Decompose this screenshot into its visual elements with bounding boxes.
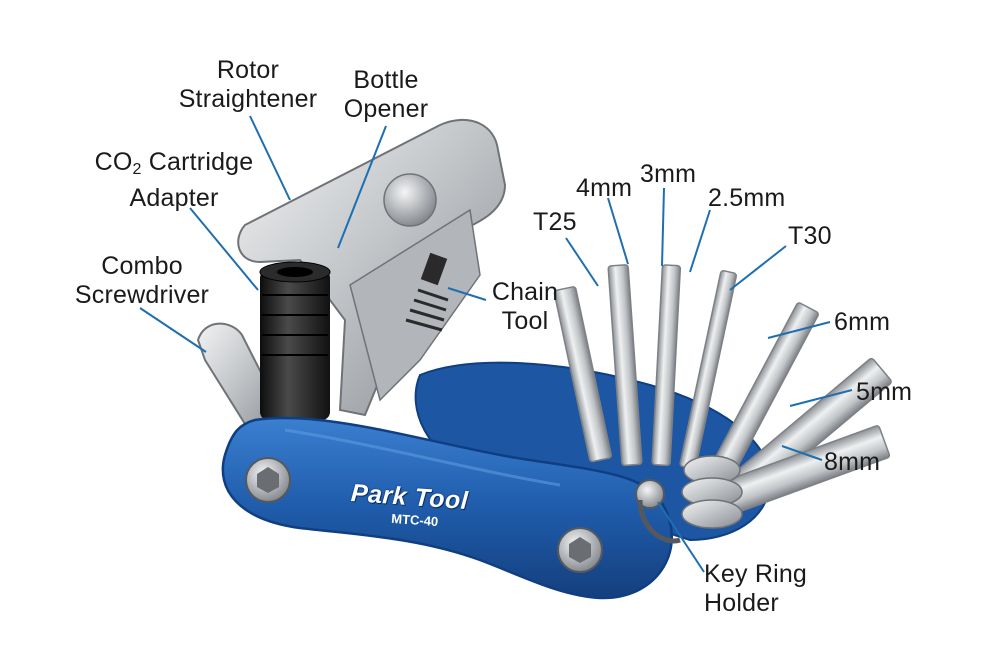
callout-rotor-straightener: Rotor Straightener <box>168 56 328 114</box>
callout-keyring-line1: Key Ring <box>704 560 808 588</box>
chain-tool-assembly <box>237 118 507 417</box>
hex-key-fan <box>553 264 892 529</box>
callout-rotor-line2: Straightener <box>178 85 318 113</box>
key-ring-holder-part <box>635 479 681 544</box>
callout-bottle-opener: Bottle Opener <box>336 66 436 124</box>
callout-co2-adapter: CO2 Cartridge Adapter <box>84 148 264 213</box>
callout-chain-line1: Chain <box>491 278 559 306</box>
callout-bottle-line2: Opener <box>343 95 429 123</box>
callout-8mm: 8mm <box>824 448 881 476</box>
callout-6mm: 6mm <box>834 308 891 336</box>
callout-5mm: 5mm <box>856 378 913 406</box>
callout-co2-line2: Adapter <box>129 184 219 212</box>
callout-combo-screwdriver: Combo Screwdriver <box>62 252 222 310</box>
pivot-bolt-left <box>245 457 291 503</box>
callout-t30: T30 <box>788 222 832 250</box>
co2-adapter <box>259 261 331 420</box>
callout-2-5mm: 2.5mm <box>708 184 786 212</box>
callout-3mm: 3mm <box>640 160 697 188</box>
callout-chain-tool: Chain Tool <box>482 278 568 336</box>
callout-rotor-line1: Rotor <box>216 56 280 84</box>
callout-leader-lines <box>139 115 853 573</box>
callout-4mm: 4mm <box>576 174 633 202</box>
callout-keyring-line2: Holder <box>704 589 779 617</box>
callout-bottle-line1: Bottle <box>353 66 419 94</box>
callout-combo-line1: Combo <box>101 252 183 280</box>
front-body-plate <box>221 416 681 600</box>
callout-co2-prefix: CO <box>94 148 133 176</box>
callout-combo-line2: Screwdriver <box>74 281 210 309</box>
callout-co2-subscript: 2 <box>132 161 142 178</box>
callout-key-ring-holder: Key Ring Holder <box>704 560 807 618</box>
callout-chain-line2: Tool <box>501 307 549 335</box>
park-tool-logo: Park Tool MTC-40 <box>349 479 469 531</box>
callout-t25: T25 <box>533 208 577 236</box>
pivot-bolt-right <box>557 527 603 573</box>
callout-co2-suffix: Cartridge <box>141 148 254 176</box>
